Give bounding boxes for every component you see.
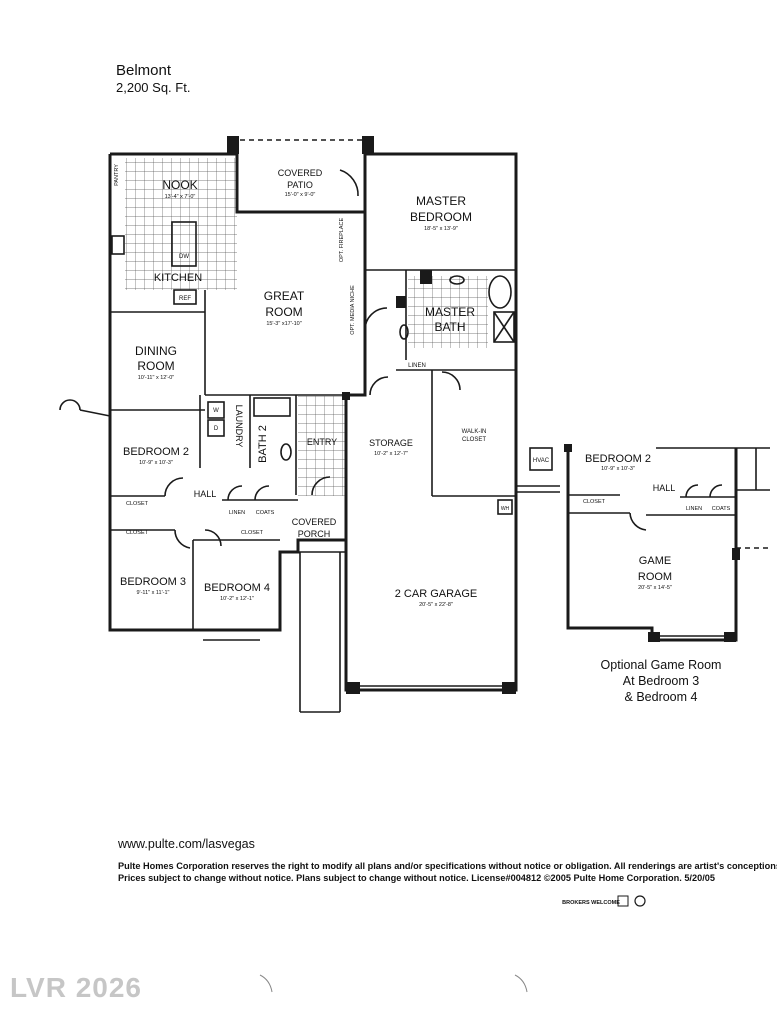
game-bedroom2-label: BEDROOM 2 [585,453,651,465]
laundry-label: LAUNDRY [234,405,244,448]
covered-patio-dims: 15'-0" x 9'-0" [285,192,316,198]
game-room-line1: GAME [639,555,671,567]
master-bedroom-dims: 18'-5" x 13'-9" [424,226,458,232]
disclaimer-line1: Pulte Homes Corporation reserves the rig… [118,861,777,871]
bath2-label: BATH 2 [257,425,269,463]
game-bedroom2-dims: 10'-9" x 10'-3" [601,466,635,472]
caption-line3: & Bedroom 4 [624,690,698,704]
caption-line2: At Bedroom 3 [622,674,700,688]
wh-label: WH [501,506,510,512]
game-room-caps [564,444,740,642]
game-coats-label: COATS [712,506,731,512]
master-bath-line2: BATH [434,320,465,334]
wall-caps [227,136,516,694]
dryer-label: D [214,426,219,432]
hall-label: HALL [194,489,217,499]
brokers-welcome-logo: BROKERS WELCOME [562,900,620,906]
master-bath-line1: MASTER [425,305,475,319]
bedroom4-dims: 10'-2" x 12'-1" [220,596,254,602]
dw-label: DW [179,254,189,260]
master-bedroom-line2: BEDROOM [410,210,472,224]
caption-line1: Optional Game Room [600,658,722,672]
game-room-caption: Optional Game Room At Bedroom 3 & Bedroo… [586,657,736,705]
great-room-dims: 15'-3" x17'-10" [266,321,301,327]
bedroom4-label: BEDROOM 4 [204,582,270,594]
linen-hall-label: LINEN [229,510,245,516]
pantry-label: PANTRY [114,164,120,186]
nook-label: NOOK [162,178,197,192]
ref-label: REF [179,296,191,302]
game-hall-label: HALL [653,483,676,493]
coats-label: COATS [256,510,275,516]
game-linen-label: LINEN [686,506,702,512]
closet-b-label: CLOSET [126,530,149,536]
covered-patio-line2: PATIO [287,180,313,190]
disclaimer-line2: Prices subject to change without notice.… [118,873,715,883]
great-room-line2: ROOM [265,305,302,319]
kitchen-label: KITCHEN [154,272,202,284]
bedroom3-label: BEDROOM 3 [120,576,186,588]
interior-walls [59,139,560,713]
nook-dims: 13'-4" x 7'-0" [165,194,196,200]
great-room-line1: GREAT [264,289,305,303]
game-closet-label: CLOSET [583,499,606,505]
watermark: LVR 2026 [10,972,142,1003]
equal-housing-icon [617,895,629,907]
website-link[interactable]: www.pulte.com/lasvegas [118,837,255,851]
washer-label: W [213,408,219,414]
game-room-plan [566,447,770,642]
disclaimer: Pulte Homes Corporation reserves the rig… [118,860,777,884]
scan-mark-right [514,974,528,993]
garage-label: 2 CAR GARAGE [395,588,478,600]
linen-master-label: LINEN [408,363,426,369]
walk-in-closet-line1: WALK-IN [462,429,487,435]
covered-porch-line2: PORCH [298,529,331,539]
accessibility-icon [634,895,646,907]
closet-c-label: CLOSET [241,530,264,536]
covered-porch-line1: COVERED [292,517,337,527]
garage-dims: 20'-5" x 22'-8" [419,602,453,608]
scan-mark-left [259,974,273,993]
opt-media-niche-label: OPT. MEDIA NICHE [350,285,356,335]
master-bedroom-line1: MASTER [416,194,466,208]
plan-name: Belmont [116,62,172,79]
bedroom2-dims: 10'-9" x 10'-3" [139,460,173,466]
storage-dims: 10'-2" x 12'-7" [374,451,408,457]
bath-tile [408,276,488,348]
covered-patio-line1: COVERED [278,168,323,178]
bedroom3-dims: 9'-11" x 11'-1" [136,590,169,596]
plan-size: 2,200 Sq. Ft. [116,80,191,95]
entry-label: ENTRY [307,437,337,447]
opt-fireplace-label: OPT. FIREPLACE [339,218,345,263]
dining-room-line2: ROOM [137,359,174,373]
dining-room-line1: DINING [135,344,177,358]
hvac-label: HVAC [533,458,550,464]
walk-in-closet-line2: CLOSET [462,437,486,443]
closet-a-label: CLOSET [126,501,149,507]
game-room-dims: 20'-5" x 14'-5" [638,585,672,591]
dining-room-dims: 10'-11" x 12'-0" [138,375,175,381]
storage-label: STORAGE [369,438,413,448]
game-room-line2: ROOM [638,571,672,583]
kitchen-tile [125,158,237,290]
bedroom2-label: BEDROOM 2 [123,446,189,458]
